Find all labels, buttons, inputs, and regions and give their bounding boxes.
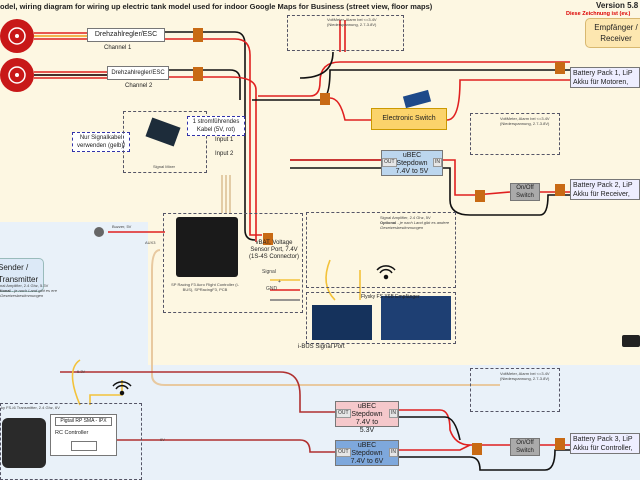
battery-1-line1: Battery Pack 1, LiP (573, 70, 633, 77)
legend-plus: + (278, 279, 281, 285)
aux3-label: AUX3 (145, 240, 156, 245)
voltmeter-2-box (470, 113, 560, 155)
transmitter-name: ky FS-i6 Transmitter, 2.4 Ghz, 6V (1, 405, 60, 410)
input-2-label: Input 2 (215, 151, 234, 157)
amp-rx-title: Signal Amplifier, 2.4 Ghz, 5V (380, 215, 431, 220)
battery-pack-2: Battery Pack 2, LiP Akku für Receiver, (570, 179, 640, 200)
esc-1: Drehzahlregler/ESC (87, 28, 165, 42)
signal-mixer-board (145, 117, 181, 147)
receiver-name: Flysky FS X6B Empfänger (361, 294, 420, 300)
battery-3-line1: Battery Pack 3, LiP (573, 436, 633, 443)
ubec-range: 7.4V to 6V (350, 458, 384, 465)
wifi-icon (112, 265, 396, 396)
voltmeter-line1: VoltMeter, Alarm bei <=3.4V (500, 116, 550, 121)
battery-2-line1: Battery Pack 2, LiP (573, 182, 633, 189)
receiver-box (306, 292, 456, 344)
ubec-out-port: OUT (336, 409, 351, 418)
pigtail-label: Pigtail RP SMA - IPX (55, 417, 112, 426)
signal-only-note: Nur Signalkabel verwenden (gelb)! (72, 132, 130, 152)
voltmeter-line2: (Niederspannung, 2.7-3.8V) (500, 376, 550, 381)
battery-pack-1: Battery Pack 1, LiP Akku für Motoren, (570, 67, 640, 88)
voltmeter-1-box (287, 15, 404, 51)
ubec-title: uBEC (357, 442, 377, 449)
buzzer-label: Buzzer, 5V (112, 224, 132, 229)
battery-3-line2: Akku für Controller, (573, 445, 633, 452)
version-note: Diese Zeichnung ist (ev.) (566, 11, 631, 17)
vbat-label: vBAT, Voltage Sensor Port, 7.4V (1S-4S C… (248, 240, 300, 260)
ubec-sub: Stepdown (351, 450, 383, 457)
ubec-sub: Stepdown (396, 160, 428, 167)
ibus-label: i-BUS Signal Port (298, 344, 345, 350)
xt60-connectors (193, 28, 565, 455)
rc-controller-display (71, 441, 97, 451)
amp-tx-optional: tional (0, 288, 11, 293)
flight-controller-box (163, 213, 303, 313)
battery-2-line2: Akku für Receiver, (573, 191, 630, 198)
rc-controller-label: RC Controller (55, 430, 89, 436)
power-wire-note: 1 stromführendes Kabel (5V, rot) (187, 116, 245, 136)
transmitter-section-label: Sender / Transmitter (0, 258, 44, 292)
voltmeter-line2: (Niederspannung, 2.7-3.8V) (500, 121, 550, 126)
rc-controller: Pigtail RP SMA - IPX RC Controller (50, 414, 117, 456)
amp-rx-optional: Optional (380, 220, 397, 225)
ubec-out-port: OUT (382, 158, 397, 167)
signal-mixer-label: Signal Mixer (153, 164, 176, 169)
voltmeter-line2: (Niederspannung, 2.7-3.8V) (327, 22, 377, 27)
ubec-title: uBEC (357, 403, 377, 410)
esc-2: Drehzahlregler/ESC (107, 66, 169, 80)
amp-tx-note: - je nach Land gibt es ere Gesetzesbesti… (0, 288, 57, 298)
flight-controller-label: SP Racing F3 Acro Flight Controller (i-B… (171, 282, 239, 292)
cc-license-badge (622, 335, 640, 347)
wire-label-5-3v: 5.3V (77, 369, 86, 374)
receiver-section-label: Empfänger / Receiver (585, 18, 640, 48)
receiver-board (312, 305, 372, 340)
flight-controller-board (176, 217, 238, 277)
motor-2 (0, 58, 34, 92)
voltmeter-line1: VoltMeter, Alarm bei <=3.4V (327, 17, 377, 22)
channel-1-label: Channel 1 (104, 45, 132, 51)
ubec-out-port: OUT (336, 448, 351, 457)
ubec-range: 7.4V to 5V (395, 168, 429, 175)
ubec-in-port: IN (389, 448, 398, 457)
onoff-switch-1: On/Off Switch (510, 183, 540, 201)
buzzer-icon (94, 227, 104, 237)
battery-pack-3: Battery Pack 3, LiP Akku für Controller, (570, 433, 640, 454)
signal-mixer-box (123, 111, 207, 173)
ubec-title: uBEC (402, 152, 422, 159)
voltmeter-line1: VoltMeter, Alarm bei <=3.4V (500, 371, 550, 376)
channel-2-label: Channel 2 (125, 83, 153, 89)
wire-label-6v: 6V (160, 437, 165, 442)
amp-tx-title: nal Amplifier, 2.4 Ghz, 5.3V (0, 283, 49, 288)
receiver-board-back (381, 296, 451, 340)
electronic-switch: Electronic Switch (371, 108, 447, 130)
onoff-switch-2: On/Off Switch (510, 438, 540, 456)
page-title: odel, wiring diagram for wiring up elect… (0, 2, 433, 11)
amp-rx-note: - je nach Land gibt es andere Gesetzesbe… (380, 220, 450, 230)
voltmeter-3-box (470, 368, 560, 412)
voltmeter-2-text: VoltMeter, Alarm bei <=3.4V(Niederspannu… (500, 116, 550, 126)
switch-remote-image (402, 89, 432, 109)
voltmeter-1-text: VoltMeter, Alarm bei <=3.4V(Niederspannu… (327, 17, 377, 27)
legend-signal: Signal (262, 269, 276, 275)
voltmeter-3-text: VoltMeter, Alarm bei <=3.4V(Niederspannu… (500, 371, 550, 381)
ubec-in-port: IN (389, 409, 398, 418)
transmitter-region-left (0, 222, 148, 365)
ubec-in-port: IN (433, 158, 442, 167)
version: Version 5.8 (596, 1, 639, 10)
battery-1-line2: Akku für Motoren, (573, 79, 629, 86)
motor-1 (0, 19, 34, 53)
transmitter-image (2, 418, 46, 468)
amp-rx-box (306, 212, 456, 288)
ubec-sub: Stepdown (351, 411, 383, 418)
input-1-label: Input 1 (215, 137, 234, 143)
legend-gnd: GND (266, 286, 278, 292)
ubec-range: 7.4V to 5.3V (355, 419, 379, 434)
